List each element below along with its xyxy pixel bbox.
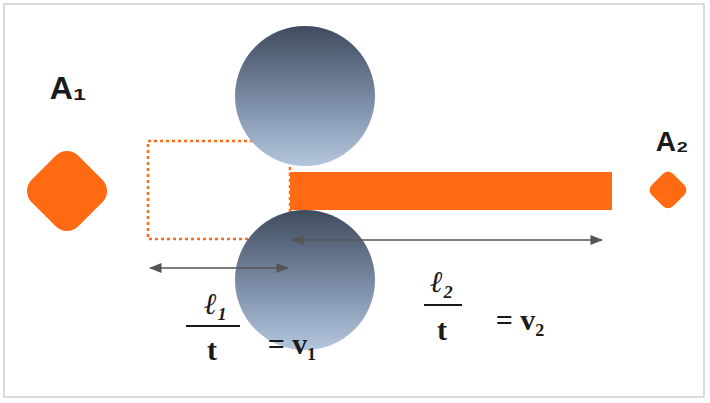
length-symbol: ℓ₁ <box>204 289 227 319</box>
upper-roll <box>235 26 375 166</box>
length-symbol: ℓ₂ <box>430 267 453 297</box>
length-arrow-l2 <box>292 239 602 241</box>
section-a2 <box>647 169 689 211</box>
frame <box>4 4 704 397</box>
fraction-bar <box>186 325 240 327</box>
length-arrow-l1 <box>150 267 288 269</box>
time-symbol: t <box>437 315 447 345</box>
area-label: A₂ <box>656 128 689 156</box>
area-label: A₁ <box>50 72 86 104</box>
section-a1 <box>20 144 113 237</box>
velocity-equation: = v₁ <box>268 329 317 359</box>
rolled-bar <box>290 172 612 210</box>
time-symbol: t <box>207 335 217 365</box>
fraction-bar <box>424 304 462 306</box>
velocity-equation: = v₂ <box>496 305 545 335</box>
